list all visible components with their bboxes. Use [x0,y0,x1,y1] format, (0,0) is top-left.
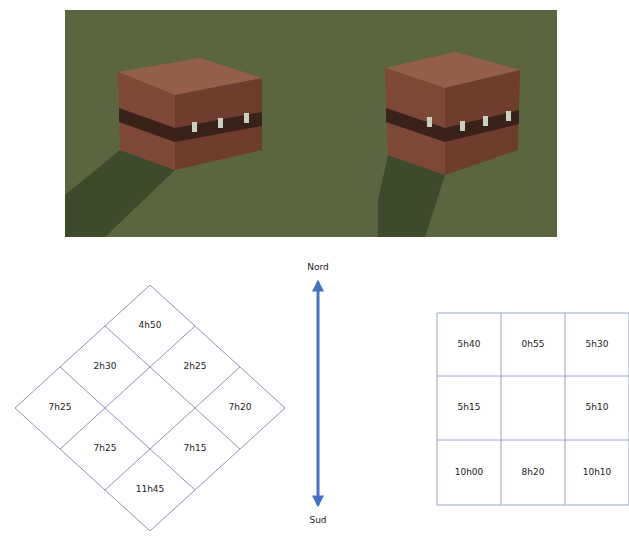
grid-line [501,313,502,505]
table-cell: 2h25 [184,362,207,372]
grid-line [437,313,629,314]
table-cell: 11h45 [136,485,165,495]
grid-line [437,440,629,441]
square-grid [437,313,629,505]
grid-line [60,367,195,490]
grid-line [60,326,195,449]
table-cell: 7h15 [184,444,207,454]
diamond-grid [15,285,285,531]
table-cell: 7h20 [229,403,252,413]
table-cell: 2h30 [94,362,117,372]
ground [65,10,557,237]
grid-line [437,376,629,377]
table-cell: 7h25 [94,444,117,454]
grid-line [15,285,150,408]
table-cell: 5h15 [458,403,481,413]
table-cell: 0h55 [522,340,545,350]
table-cell: 7h25 [49,403,72,413]
grid-line [437,505,629,506]
table-cell: 5h30 [586,340,609,350]
grid-line [437,313,438,505]
grid-line [150,408,285,531]
grid-line [105,367,240,490]
grid-line [15,408,150,531]
table-cell: 10h10 [583,468,612,478]
grid-line [105,326,240,449]
grid-line [565,313,566,505]
compass-label: Sud [309,516,326,526]
table-cell: 5h10 [586,403,609,413]
grid-line [150,285,285,408]
table-cell: 8h20 [522,468,545,478]
north-south-arrow [317,282,320,505]
table-cell: 5h40 [458,340,481,350]
cube [118,58,262,170]
table-cell: 4h50 [139,321,162,331]
table-cell: 10h00 [455,468,484,478]
compass-label: Nord [307,263,329,273]
cube [385,52,520,175]
render-scene [65,10,557,237]
